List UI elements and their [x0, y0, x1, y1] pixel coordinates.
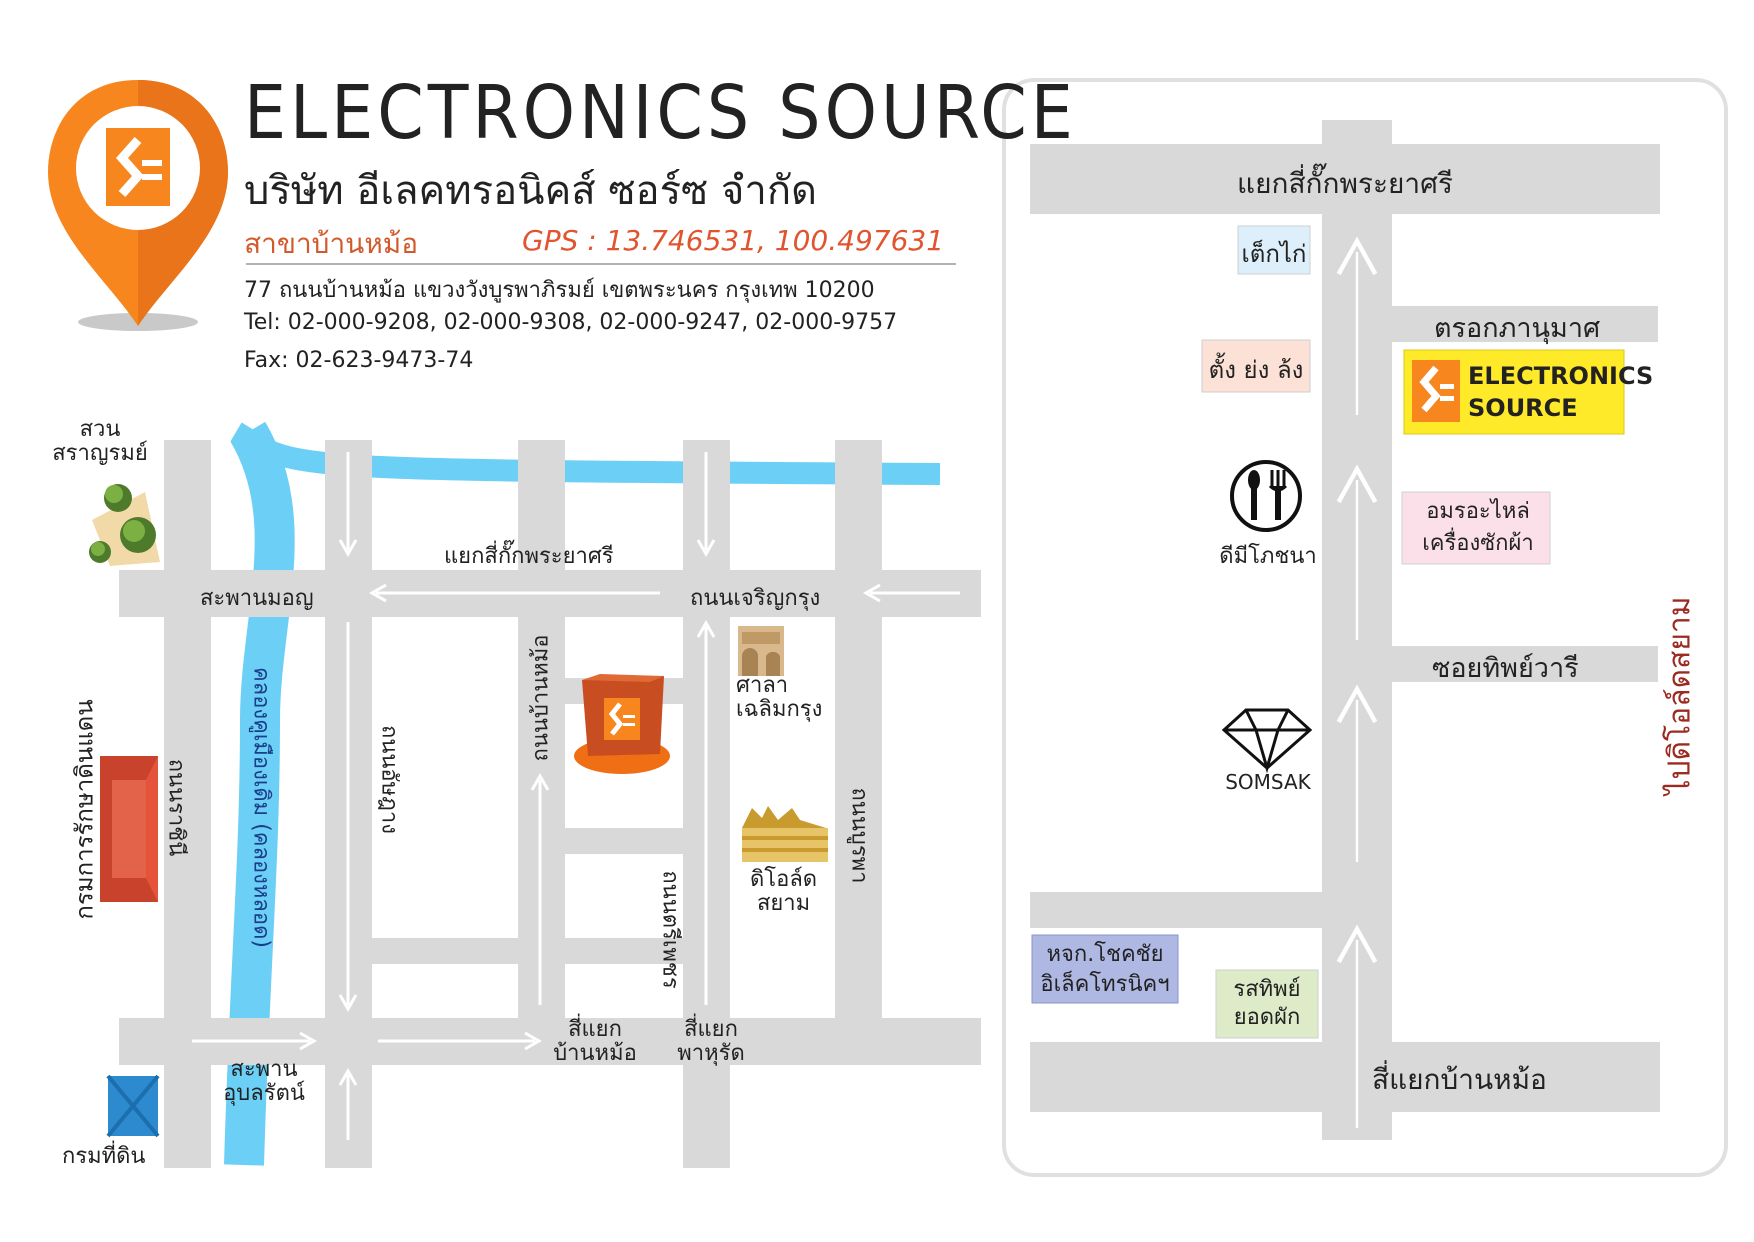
burapha-road-label: ถนนบูรพา [846, 787, 872, 884]
shop-parts: อมรอะไหล่ เครื่องซักผ้า [1422, 499, 1534, 556]
address: 77 ถนนบ้านหม้อ แขวงวังบูรพาภิรมย์ เขตพระ… [244, 278, 875, 303]
garden-label: สวน สราญรมย์ [52, 417, 148, 466]
building-icon [100, 756, 158, 902]
rachini-road-label: ถนนราชินี [163, 758, 189, 857]
old-siam-label: ดิโอล์ด สยาม [750, 867, 818, 916]
shop-somsak: SOMSAK [1225, 770, 1311, 794]
saphan-mon-label: สะพานมอญ [200, 586, 314, 611]
shop-box [1401, 491, 1551, 565]
pahurat-junction-label: สี่แยก พาหุรัด [677, 1017, 745, 1066]
ban-mo-road-label: ถนนบ้านหม้อ [528, 634, 554, 762]
shop-tang-yong-lang: ตั้ง ย่ง ล้ง [1208, 356, 1304, 384]
top-junction-label: แยกสี่กั๊กพระยาศรี [1237, 167, 1453, 200]
atsadang-road-label: ถนนอัษฎาง [376, 725, 402, 834]
shop-dee-mee: ดีมีโภชนา [1219, 544, 1317, 569]
logo-icon [106, 128, 170, 206]
brand-name: ELECTRONICS SOURCE [244, 70, 1077, 156]
cube-icon [106, 1074, 160, 1138]
shop-box [1215, 969, 1319, 1039]
canal-label: คลองคูเมืองเดิม (คลองหลอด) [248, 667, 274, 948]
shop-rot-thip: รสทิพย์ ยอดผัก [1233, 977, 1301, 1030]
shop-chokchai: หจก.โชคชัย อิเล็คโทรนิคฯ [1040, 942, 1170, 997]
gps-coordinates: GPS : 13.746531, 100.497631 [522, 224, 945, 257]
charoen-krung-road-label: ถนนเจริญกรุง [690, 586, 821, 611]
store-label-line2: SOURCE [1468, 394, 1578, 422]
diamond-icon [1221, 708, 1313, 774]
store-marker-icon [574, 674, 670, 774]
telephone: Tel: 02-000-9208, 02-000-9308, 02-000-92… [244, 310, 898, 335]
bottom-junction-label: สี่แยกบ้านหม้อ [1372, 1063, 1547, 1096]
location-pin-icon [48, 80, 228, 331]
thipwari-lane-label: ซอยทิพย์วารี [1432, 653, 1579, 684]
shop-box [1237, 225, 1311, 275]
logo-icon [1412, 360, 1460, 422]
canal-icon [224, 421, 295, 1166]
theater-icon [738, 626, 784, 676]
shop-box [1201, 339, 1311, 393]
branch-name: สาขาบ้านหม้อ [244, 227, 419, 260]
traffic-arrows [192, 452, 960, 1140]
shop-box [1031, 934, 1179, 1004]
restaurant-icon [1230, 460, 1302, 532]
saphan-ubon-label: สะพาน อุบลรัตน์ [223, 1057, 305, 1106]
store-label-line1: ELECTRONICS [1468, 362, 1654, 390]
mall-icon [742, 806, 828, 862]
shop-tek-kai: เต็กไก่ [1241, 240, 1307, 268]
fax: Fax: 02-623-9473-74 [244, 348, 474, 373]
kok-intersection-label: แยกสี่กั๊กพระยาศรี [444, 544, 614, 569]
sala-label: ศาลา เฉลิมกรุง [736, 673, 823, 722]
to-old-siam-label: ไปดิโอล์ดสยาม [1662, 596, 1698, 795]
ban-mo-junction-label: สี่แยก บ้านหม้อ [553, 1017, 637, 1066]
panurangsi-lane-label: ตรอกภานุมาศ [1434, 313, 1601, 344]
land-dept-label: กรมที่ดิน [62, 1144, 146, 1169]
tri-phet-road-label: ถนนตรีเพชร [657, 870, 683, 989]
land-conservation-label: กรมการรักษาดินแดน [70, 699, 99, 920]
brand-name-thai: บริษัท อีเลคทรอนิคส์ ซอร์ซ จำกัด [244, 168, 818, 214]
tree-icon [89, 484, 160, 566]
